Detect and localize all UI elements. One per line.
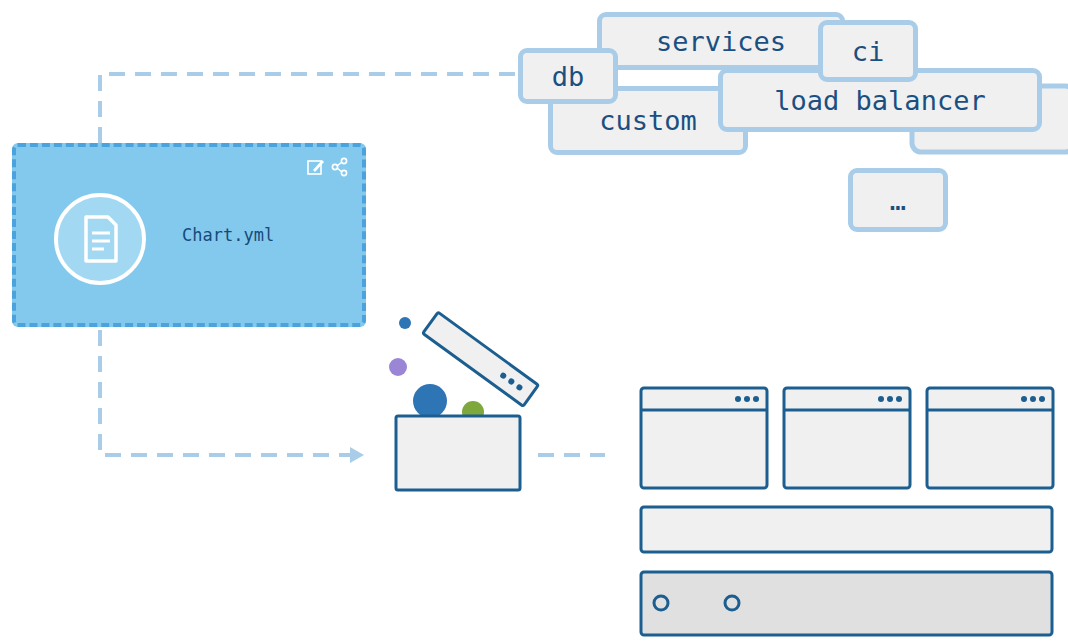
arrow-head: [350, 447, 364, 463]
file-name: Chart.yml: [182, 225, 274, 245]
tag-label: custom: [599, 107, 697, 134]
tag-box: db: [518, 48, 618, 104]
tag-label: services: [656, 28, 786, 55]
server-rack: [641, 388, 1053, 635]
window-dots: [735, 396, 1045, 402]
flow-line: [100, 330, 350, 455]
dashed-connector: [100, 74, 518, 143]
flow-line: [538, 453, 605, 457]
tag-box: services: [597, 12, 845, 70]
tag-label: ci: [852, 38, 885, 65]
edit-share-icons: [306, 157, 352, 177]
tag-label: load balancer: [774, 87, 985, 114]
file-icon: [52, 191, 148, 287]
tag-box: ci: [818, 20, 918, 82]
tag-box: …: [848, 168, 948, 232]
tag-label: db: [552, 63, 585, 90]
chart-file-box: Chart.yml: [12, 143, 366, 327]
tag-label: …: [890, 187, 906, 214]
package-box: [389, 312, 538, 490]
